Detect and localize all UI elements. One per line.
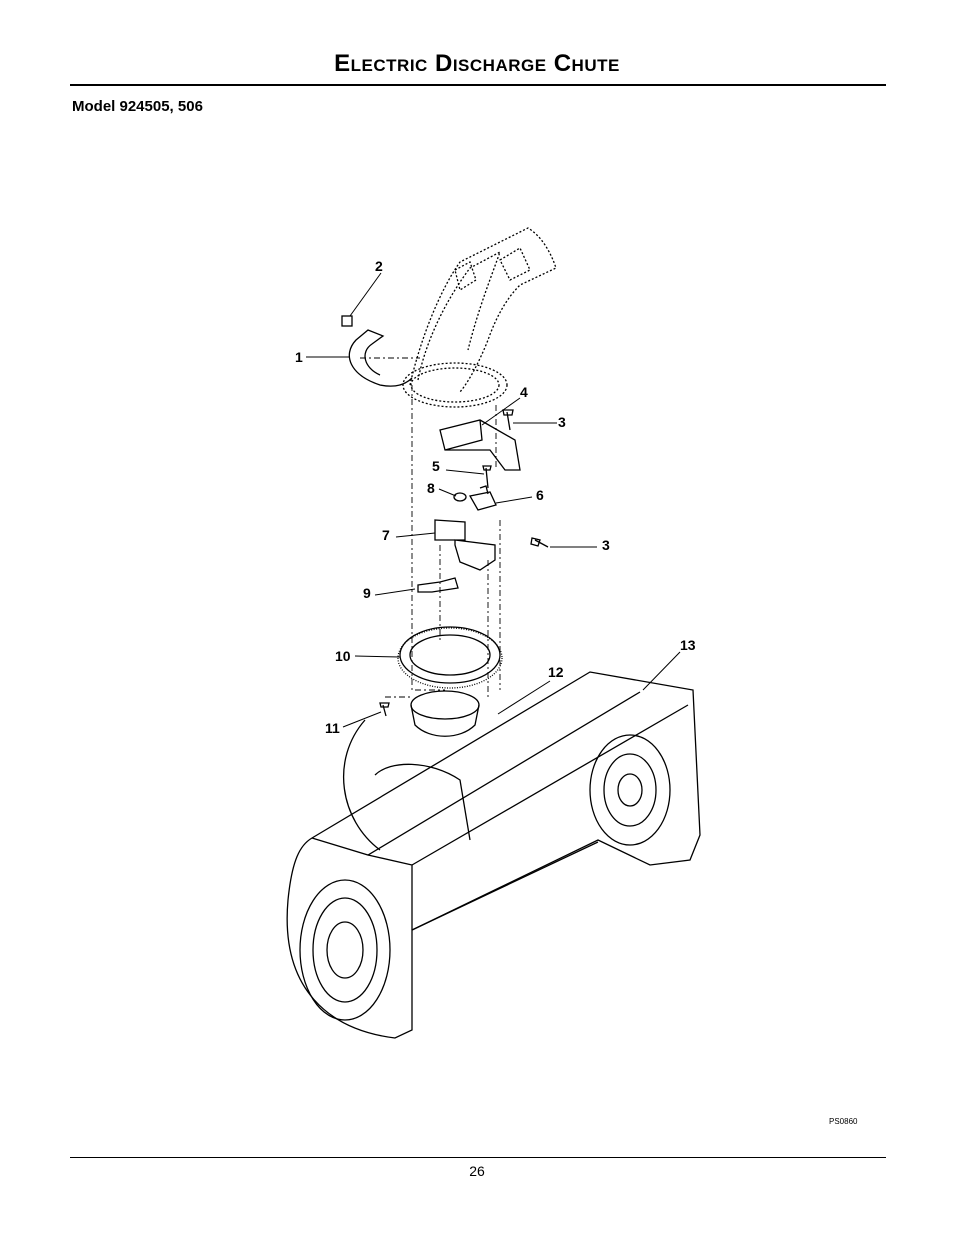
callout-label: 10 — [335, 648, 351, 664]
bolt — [482, 465, 492, 489]
header-rule — [70, 84, 886, 86]
discharge-chute — [402, 227, 557, 408]
model-subtitle: Model 924505, 506 — [72, 98, 203, 115]
callout-label: 6 — [536, 487, 544, 503]
footer-rule — [70, 1157, 886, 1158]
motor-assembly — [434, 519, 496, 571]
bolt-small — [379, 702, 390, 717]
callout-label: 3 — [602, 537, 610, 553]
screw-lower — [530, 537, 549, 548]
chute-cover — [439, 419, 521, 471]
gear-ring — [397, 626, 503, 689]
figure-code: PS0860 — [829, 1117, 858, 1126]
callout-label: 7 — [382, 527, 390, 543]
retainer-ring — [348, 329, 413, 387]
callout-label: 12 — [548, 664, 564, 680]
callout-label: 8 — [427, 480, 435, 496]
callout-label: 2 — [375, 258, 383, 274]
auger-housing — [286, 671, 701, 1039]
callout-label: 11 — [325, 720, 340, 736]
callout-label: 5 — [432, 458, 440, 474]
callout-label: 1 — [295, 349, 303, 365]
page-title: Electric Discharge Chute — [334, 50, 620, 77]
callout-label: 9 — [363, 585, 371, 601]
nut — [341, 315, 353, 327]
callout-label: 4 — [520, 384, 528, 400]
plate — [417, 577, 459, 593]
chute-base — [410, 690, 480, 720]
callout-label: 3 — [558, 414, 566, 430]
screw-upper — [502, 409, 514, 431]
page-number: 26 — [469, 1163, 485, 1179]
bracket — [468, 485, 497, 511]
callout-label: 13 — [680, 637, 696, 653]
leader-lines — [306, 272, 681, 728]
washer — [453, 492, 467, 502]
